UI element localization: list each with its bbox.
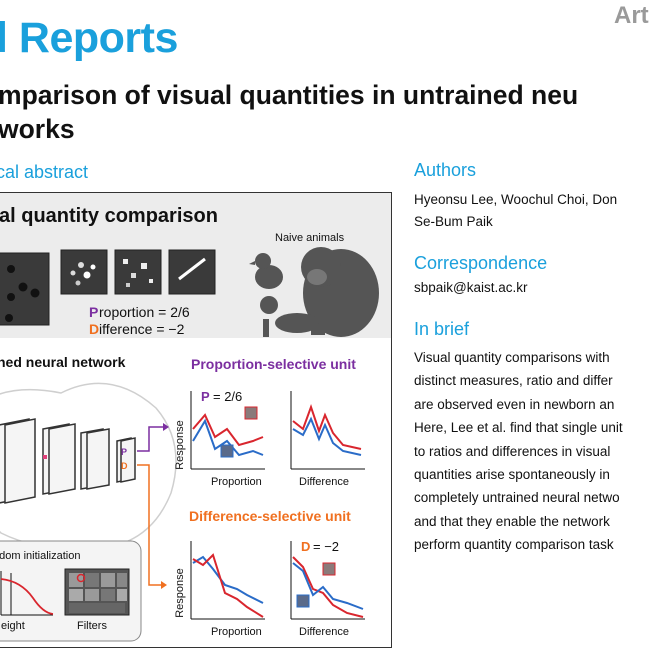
receptive-field-marker — [43, 455, 47, 459]
brief-line: to ratios and differences in visual — [414, 443, 611, 459]
title-line-1: mparison of visual quantities in untrain… — [0, 80, 579, 110]
journal-name: l Reports — [0, 14, 178, 62]
difference-text: ifference = −2 — [99, 321, 185, 337]
title-line-2: works — [0, 114, 75, 144]
p-value: = 2/6 — [213, 389, 242, 404]
y-label-response-2: Response — [174, 568, 186, 618]
brief-line: and that they enable the network — [414, 513, 610, 529]
brief-line: completely untrained neural netwo — [414, 490, 620, 506]
graphical-abstract-label: cal abstract — [0, 162, 89, 182]
x-label-proportion-2: Proportion — [211, 626, 262, 638]
brain-outline — [0, 382, 177, 550]
random-init-label: ndom initialization — [0, 550, 80, 562]
baby-icon — [260, 296, 325, 337]
correspondence-email[interactable]: sbpaik@kaist.ac.kr — [414, 280, 528, 295]
proportion-text: roportion = 2/6 — [99, 304, 190, 320]
difference-unit-title: Difference-selective unit — [189, 508, 351, 524]
proportion-unit-title: Proportion-selective unit — [191, 356, 356, 372]
naive-animals-label: Naive animals — [275, 232, 345, 244]
stimulus-1 — [60, 249, 108, 295]
weight-label: eight — [1, 620, 25, 632]
unit-d-mark: D — [121, 461, 128, 471]
authors-line-1: Hyeonsu Lee, Woochul Choi, Don — [414, 192, 618, 207]
brief-line: perform quantity comparison task — [414, 537, 614, 553]
x-label-difference-1: Difference — [299, 476, 349, 488]
plot-prop-unit-difference: Difference — [290, 391, 365, 488]
brief-line: Here, Lee et al. find that single unit — [414, 420, 623, 436]
arrow-to-difference-unit — [137, 464, 161, 586]
d-label: D — [301, 539, 310, 554]
article-title: mparison of visual quantities in untrain… — [0, 78, 578, 146]
brief-line: distinct measures, ratio and differ — [414, 373, 613, 389]
authors-line-2: Se-Bum Paik — [414, 214, 493, 229]
filters-label: Filters — [77, 620, 107, 632]
x-label-difference-2: Difference — [299, 626, 349, 638]
article-type-tag: Art — [614, 2, 649, 29]
difference-prefix: D — [89, 321, 99, 337]
abstract-heading: al quantity comparison — [0, 205, 218, 227]
plot-diff-unit-proportion: Proportion Response — [174, 541, 265, 638]
unit-p-mark: P — [121, 447, 127, 457]
p-label: P — [201, 389, 210, 404]
chick-icon — [249, 253, 283, 289]
brief-line: are observed even in newborn an — [414, 396, 615, 412]
brief-line: quantities arise spontaneously in — [414, 467, 610, 483]
d-value: = −2 — [313, 539, 339, 554]
plot-prop-unit-proportion: P = 2/6 Proportion Response — [174, 389, 265, 488]
plot-diff-unit-difference: D = −2 Difference — [290, 539, 365, 638]
network-layers — [0, 418, 136, 504]
correspondence-heading: Correspondence — [414, 253, 548, 273]
y-label-response-1: Response — [174, 420, 186, 470]
brief-line: Visual quantity comparisons with — [414, 350, 610, 365]
arrow-to-proportion-unit — [137, 426, 163, 452]
x-label-proportion-1: Proportion — [211, 476, 262, 488]
stimulus-3 — [168, 249, 216, 295]
abstract-figure: al quantity comparison P ro — [0, 205, 379, 642]
random-init-panel: ndom initialization eight Filters — [0, 540, 142, 642]
in-brief-heading: In brief — [414, 319, 470, 339]
in-brief-text: Visual quantity comparisons with distinc… — [414, 346, 623, 557]
authors-heading: Authors — [414, 160, 477, 180]
stimulus-2 — [114, 249, 162, 295]
main-stimulus — [0, 252, 50, 326]
network-label: ned neural network — [0, 354, 126, 370]
monkey-icon — [301, 247, 379, 337]
proportion-prefix: P — [89, 304, 98, 320]
graphical-abstract: al quantity comparison P ro — [0, 192, 392, 648]
